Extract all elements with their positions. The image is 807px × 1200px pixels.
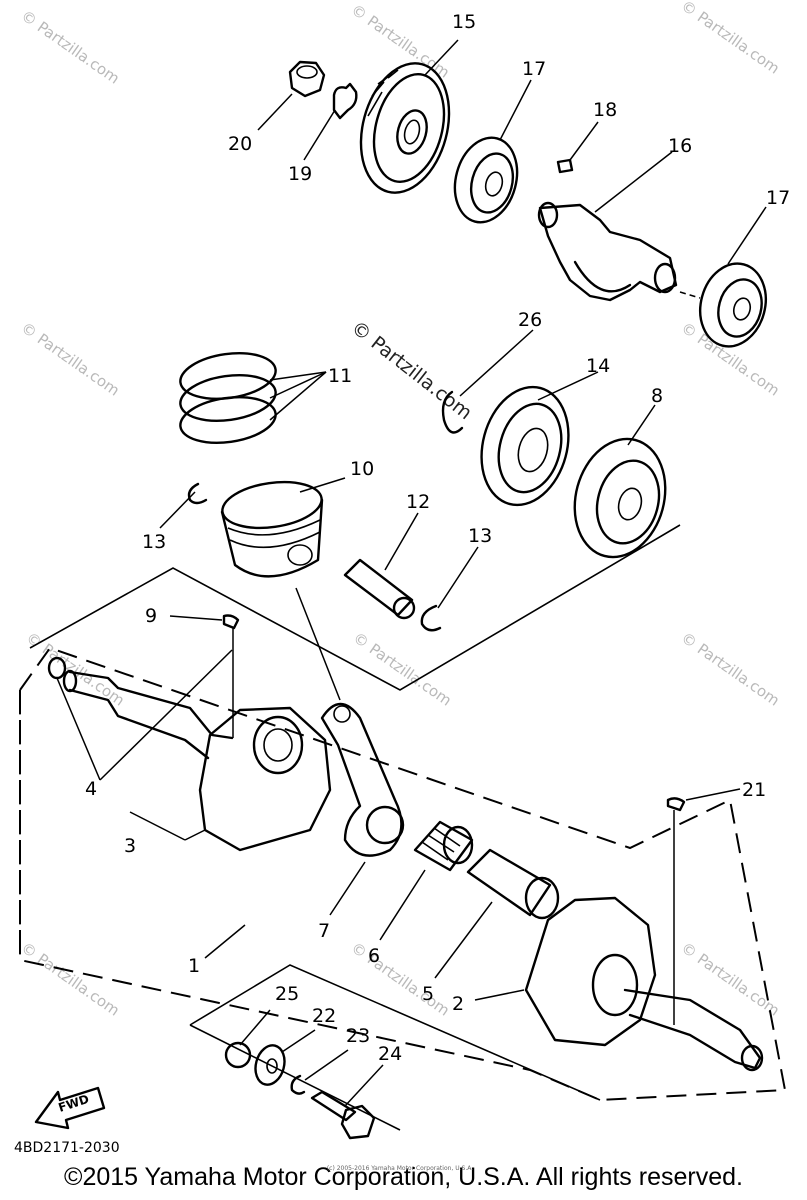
copyright-small-print: (c) 2005-2016 Yamaha Motor Corporation, … [326, 1165, 474, 1172]
callout-labels: 1 2 3 4 5 6 7 8 9 10 11 12 13 13 14 15 1… [85, 11, 790, 1065]
callout-13b: 13 [468, 525, 492, 547]
callout-3: 3 [124, 835, 136, 857]
watermark: © Partzilla.com [23, 629, 128, 710]
part-26-circlip [441, 390, 464, 434]
callout-25: 25 [275, 983, 299, 1005]
leader-lines [56, 39, 767, 1107]
watermark: © Partzilla.com [18, 939, 123, 1020]
callout-6: 6 [368, 945, 380, 967]
part-10-piston [220, 480, 324, 578]
part-25-o-ring [224, 1041, 252, 1069]
part-7-connecting-rod [320, 702, 405, 857]
part-2-crank-right [524, 896, 764, 1072]
callout-19: 19 [288, 163, 312, 185]
callout-16: 16 [668, 135, 692, 157]
callout-5: 5 [422, 983, 434, 1005]
callout-1: 1 [188, 955, 200, 977]
part-19-lock-washer [332, 82, 358, 120]
callout-20: 20 [228, 133, 252, 155]
callout-7: 7 [318, 920, 330, 942]
part-15-balancer-gear [359, 62, 451, 194]
watermark: © Partzilla.com [18, 7, 123, 88]
part-16-balancer-shaft [537, 201, 678, 302]
watermark: © Partzilla.com [678, 0, 783, 78]
callout-8: 8 [651, 385, 663, 407]
diagram-code: 4BD2171-2030 [14, 1140, 120, 1156]
piston-group-outline [29, 524, 681, 691]
part-17-bearing-right [699, 262, 767, 348]
callout-13a: 13 [142, 531, 166, 553]
part-5-crank-pin [466, 848, 560, 920]
part-6-needle-bearing [413, 820, 474, 872]
watermark: © Partzilla.com [678, 939, 783, 1020]
callout-11: 11 [328, 365, 352, 387]
callout-4: 4 [85, 778, 97, 800]
part-8-bearing [573, 437, 667, 559]
watermark: © Partzilla.com [348, 1, 453, 82]
callout-22: 22 [312, 1005, 336, 1027]
callout-12: 12 [406, 491, 430, 513]
callout-17a: 17 [522, 58, 546, 80]
callout-17b: 17 [766, 187, 790, 209]
callout-15: 15 [452, 11, 476, 33]
part-18-key [556, 158, 574, 174]
watermark-center: © Partzilla.com [347, 317, 476, 425]
part-22-washer [254, 1044, 286, 1086]
part-24-bolt [310, 1090, 376, 1140]
part-3-crank-left [62, 669, 332, 852]
part-14-drive-gear [480, 385, 570, 507]
callout-9: 9 [145, 605, 157, 627]
callout-10: 10 [350, 458, 374, 480]
callout-2: 2 [452, 993, 464, 1015]
callout-21: 21 [742, 779, 766, 801]
watermark: © Partzilla.com [348, 939, 453, 1020]
watermark: © Partzilla.com [678, 629, 783, 710]
fwd-arrow-icon: FWD [34, 1086, 106, 1130]
callout-24: 24 [378, 1043, 402, 1065]
fwd-label: FWD [57, 1092, 91, 1115]
part-11-piston-rings [179, 352, 277, 444]
watermark: © Partzilla.com [350, 629, 455, 710]
part-23-clip [290, 1074, 306, 1095]
part-17-bearing-upper [453, 136, 519, 224]
crankshaft-assembly-outline [19, 646, 787, 1102]
watermark: © Partzilla.com [678, 319, 783, 400]
callout-14: 14 [586, 355, 610, 377]
callout-26: 26 [518, 309, 542, 331]
part-21-key [666, 797, 686, 812]
part-12-piston-pin [343, 558, 416, 620]
part-20-nut [288, 60, 326, 98]
part-13-circlip-left [187, 482, 208, 505]
callout-23: 23 [346, 1025, 370, 1047]
callout-18: 18 [593, 99, 617, 121]
watermark: © Partzilla.com [18, 319, 123, 400]
copyright-footer: ©2015 Yamaha Motor Corporation, U.S.A. A… [64, 1163, 743, 1191]
part-13-circlip-right [420, 604, 442, 632]
part-9-key [222, 614, 240, 630]
